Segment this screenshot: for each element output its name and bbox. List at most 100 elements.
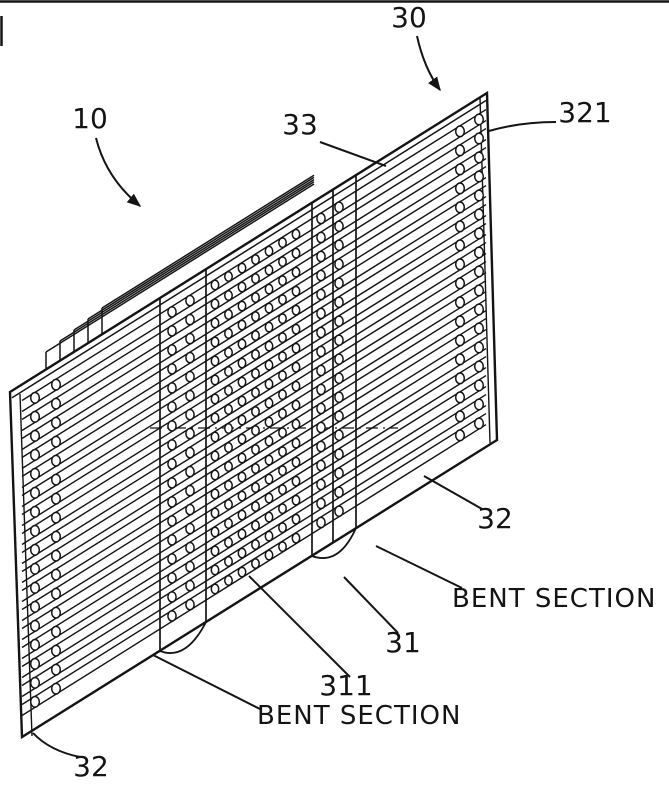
contact-hole-fold <box>167 534 177 546</box>
contact-hole-middle <box>291 399 301 411</box>
contact-hole-middle <box>251 349 260 361</box>
leader-lines <box>32 35 557 758</box>
contact-hole-middle <box>224 271 233 282</box>
contact-hole-right <box>473 360 485 373</box>
contact-hole-middle <box>251 444 260 456</box>
contact-hole-left <box>50 606 62 619</box>
contact-hole-right <box>454 144 466 157</box>
contact-hole-right <box>454 277 466 290</box>
conductor-row-line <box>21 271 487 565</box>
contact-hole-middle <box>224 347 233 358</box>
contact-hole-middle <box>237 547 247 559</box>
contact-hole-left <box>29 695 41 708</box>
contact-hole-left <box>50 378 62 391</box>
contact-hole-middle <box>210 431 220 443</box>
contact-hole-left <box>29 638 41 651</box>
contact-hole-middle <box>237 528 247 540</box>
label-ref-31: 31 <box>385 626 421 659</box>
contact-hole-middle <box>224 556 233 567</box>
contact-hole-middle <box>291 456 301 468</box>
contact-hole-right <box>473 113 485 126</box>
label-bent-section-right: BENT SECTION <box>452 584 656 614</box>
contact-hole-right <box>473 227 485 240</box>
contact-hole-band <box>316 421 326 434</box>
leader-bent-section-right <box>375 545 463 589</box>
contact-hole-middle <box>210 545 220 557</box>
contact-hole-middle <box>251 311 260 323</box>
contact-hole-band <box>316 364 326 377</box>
contact-hole-middle <box>264 245 274 257</box>
contact-hole-middle <box>210 469 220 481</box>
contact-hole-middle <box>224 442 233 453</box>
conductor-row-line <box>21 385 487 679</box>
contact-hole-middle <box>264 264 274 276</box>
contact-hole-middle <box>251 254 260 266</box>
contact-hole-band <box>334 315 344 328</box>
contact-hole-middle <box>278 237 287 249</box>
contact-hole-middle <box>237 490 247 502</box>
contact-hole-middle <box>210 374 220 386</box>
contact-hole-left <box>50 397 62 410</box>
contact-hole-middle <box>264 473 274 485</box>
contact-hole-fold <box>185 427 195 440</box>
conductor-row-line <box>21 366 487 660</box>
contact-hole-middle <box>278 370 287 382</box>
contact-hole-left <box>50 625 62 638</box>
contact-hole-middle <box>224 461 233 472</box>
contact-hole-fold <box>185 541 195 554</box>
contact-hole-right <box>454 125 466 138</box>
rear-stack-sheet-edge <box>101 174 315 309</box>
contact-hole-middle <box>224 290 233 301</box>
contact-hole-right <box>454 163 466 176</box>
conductor-row-line <box>21 157 487 451</box>
contact-hole-band <box>334 467 344 480</box>
contact-hole-middle <box>278 294 287 306</box>
contact-hole-middle <box>224 366 233 377</box>
contact-hole-right <box>454 220 466 233</box>
contact-hole-middle <box>291 342 301 354</box>
contact-hole-fold <box>167 553 177 565</box>
leader-ref-32-right <box>423 475 483 510</box>
contact-hole-fold <box>167 363 177 375</box>
fold-bottom-curve-left <box>159 621 207 654</box>
contact-hole-middle <box>278 332 287 344</box>
conductor-row-line <box>21 290 487 584</box>
conductor-row-line <box>21 119 487 413</box>
contact-hole-middle <box>264 549 274 561</box>
contact-hole-fold <box>185 446 195 459</box>
contact-hole-left <box>29 448 41 461</box>
contact-hole-middle <box>278 408 287 420</box>
contact-hole-right <box>473 322 485 335</box>
contact-hole-middle <box>237 433 247 445</box>
contact-hole-fold <box>167 325 177 337</box>
contact-hole-left <box>50 530 62 543</box>
contact-hole-band <box>316 516 326 529</box>
contact-hole-middle <box>237 300 247 312</box>
conductor-row-line <box>21 328 487 622</box>
conductor-row-line <box>21 252 487 546</box>
contact-hole-middle <box>291 361 301 373</box>
contact-hole-right <box>473 341 485 354</box>
contact-hole-fold <box>167 439 177 451</box>
contact-hole-fold <box>185 351 195 364</box>
contact-hole-middle <box>264 454 274 466</box>
contact-hole-band <box>334 410 344 423</box>
contact-hole-middle <box>224 518 233 529</box>
contact-hole-middle <box>251 558 260 570</box>
contact-hole-right <box>454 410 466 423</box>
contact-hole-right <box>473 170 485 183</box>
label-bent-section-bottom: BENT SECTION <box>257 701 461 731</box>
contact-hole-middle <box>224 385 233 396</box>
contact-hole-left <box>29 429 41 442</box>
contact-hole-middle <box>237 414 247 426</box>
contact-hole-band <box>334 277 344 290</box>
contact-hole-middle <box>210 412 220 424</box>
contact-hole-middle <box>210 355 220 367</box>
contact-hole-band <box>316 288 326 301</box>
contact-hole-middle <box>210 298 220 310</box>
contact-hole-right <box>473 265 485 278</box>
contact-hole-middle <box>251 425 260 437</box>
label-ref-30: 30 <box>391 1 427 34</box>
contact-hole-middle <box>224 537 233 548</box>
